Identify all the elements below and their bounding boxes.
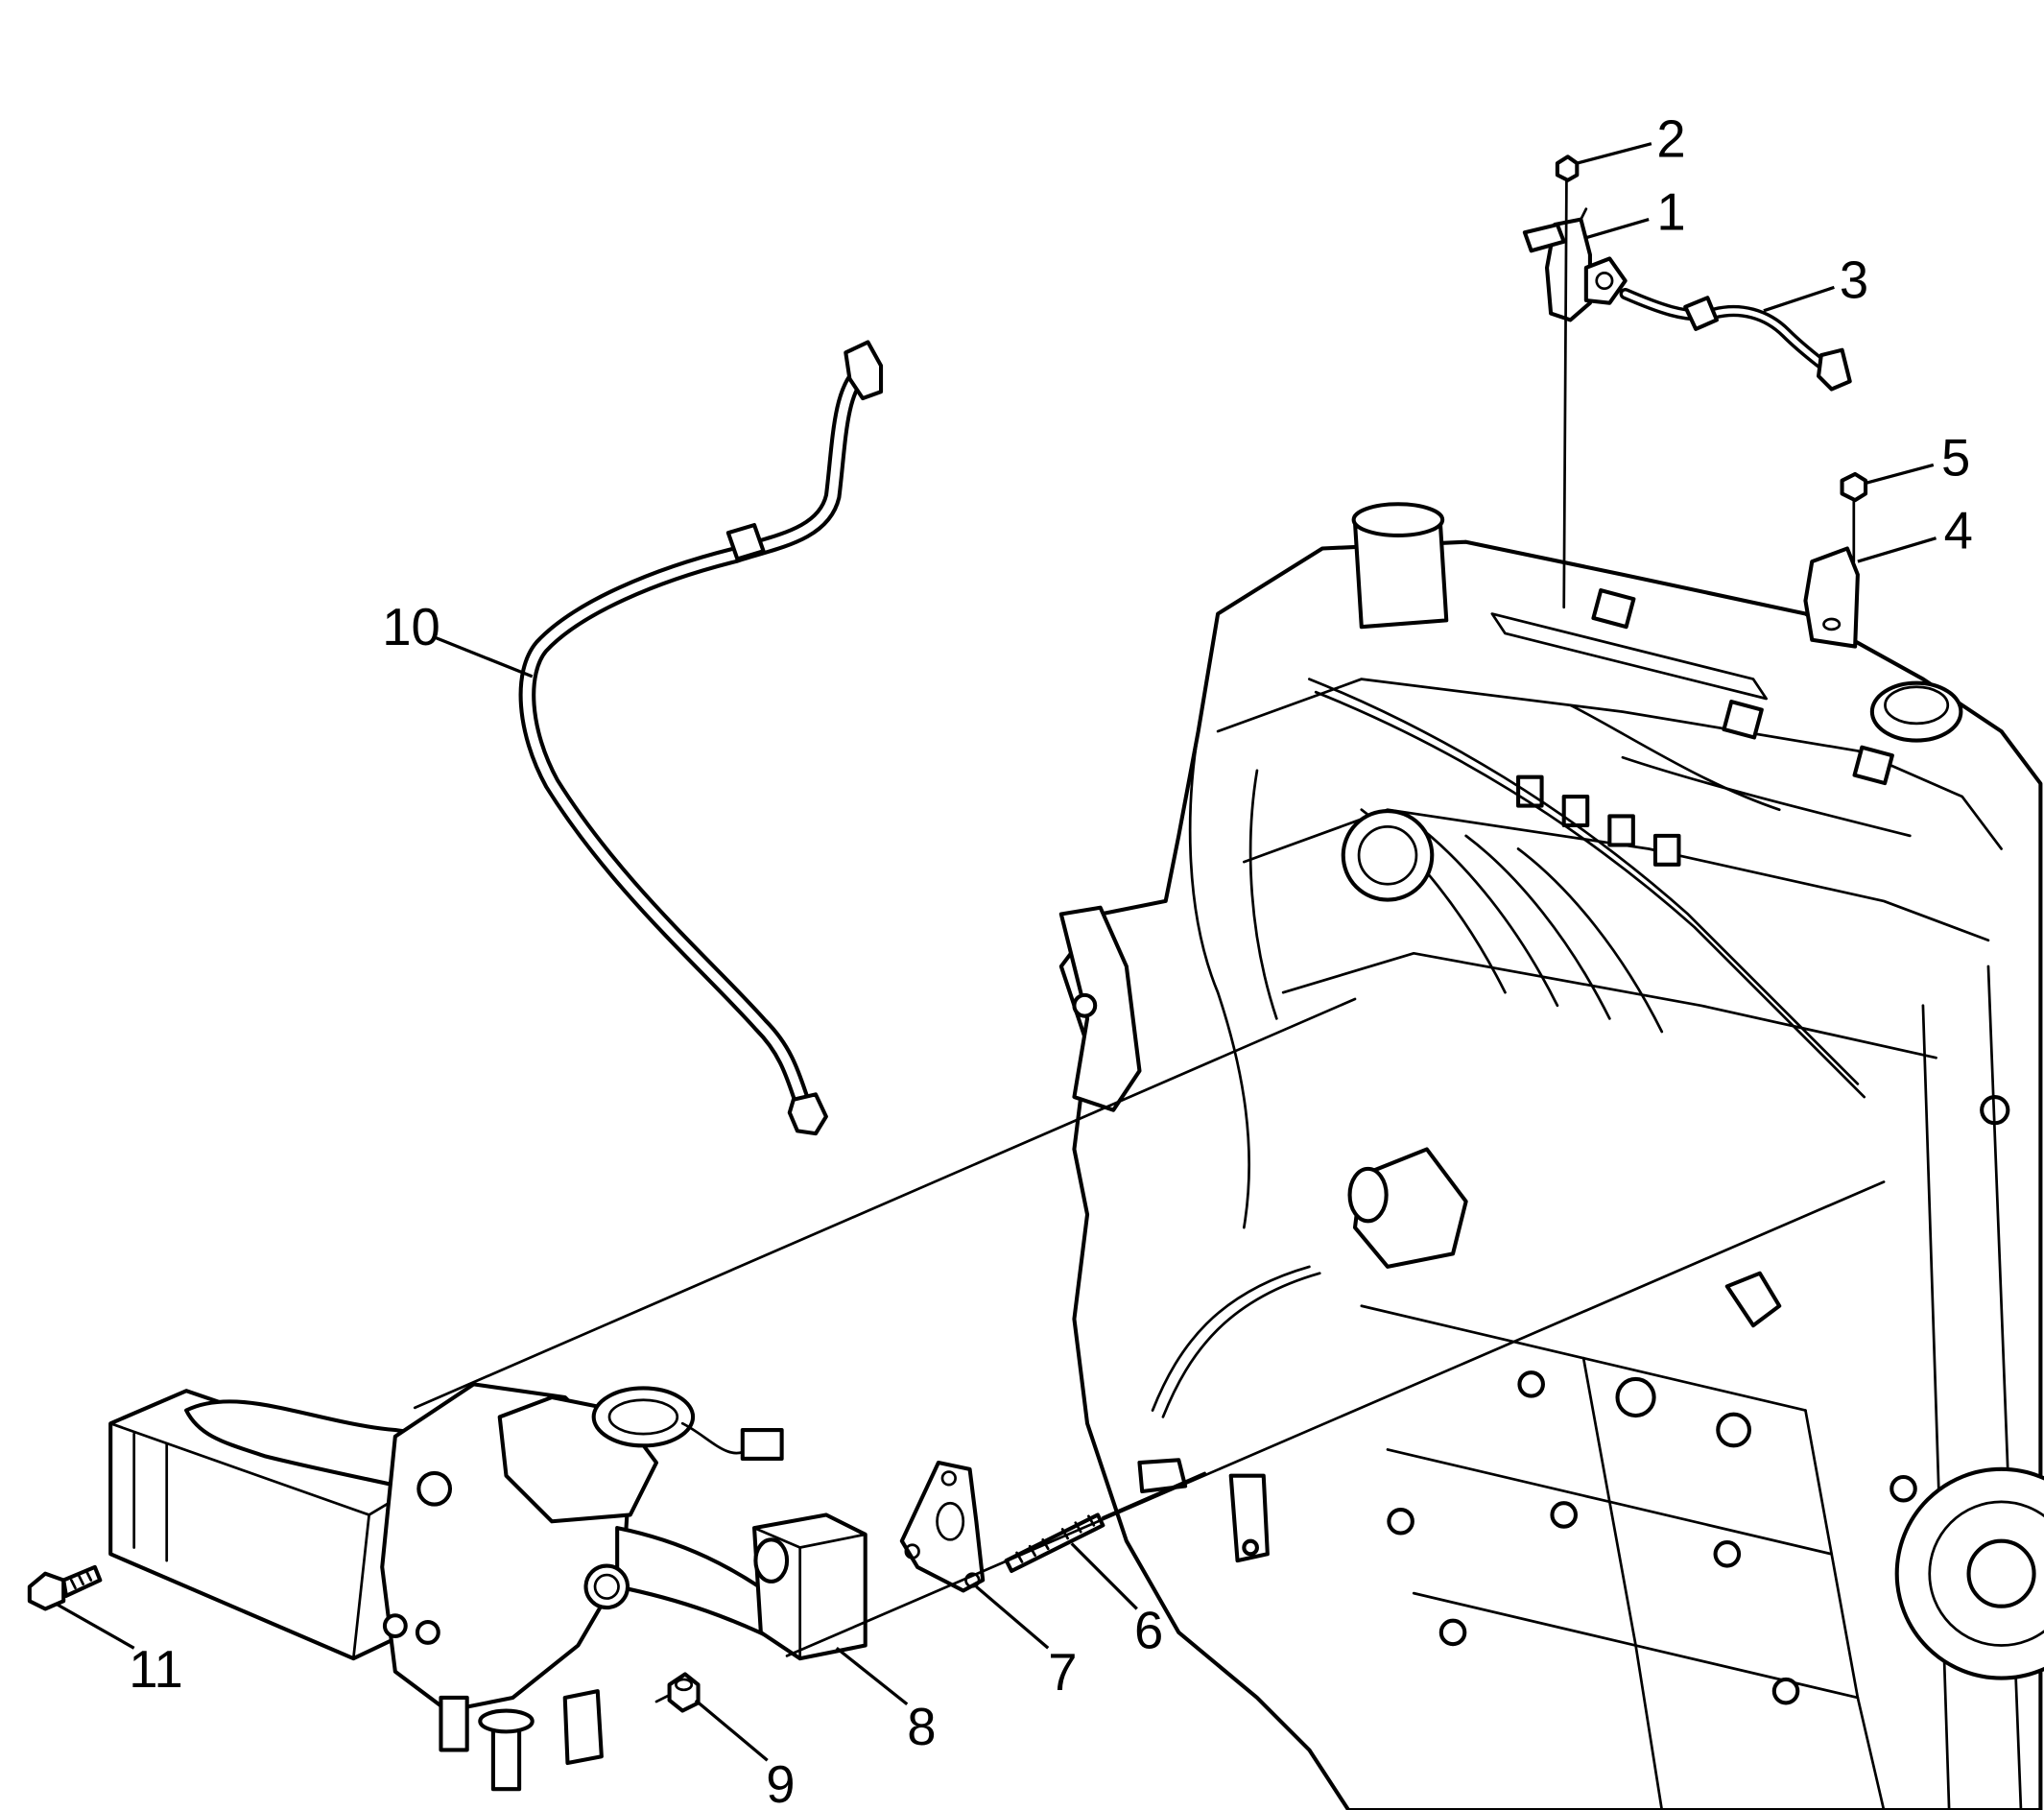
egr-pipe [518,340,884,1136]
bracket [1803,546,1860,649]
callout-8: 8 [907,1698,936,1756]
callout-2: 2 [1656,109,1685,168]
callout-labels: 1 2 3 4 5 6 7 8 9 10 11 [129,109,1973,1810]
callout-6: 6 [1134,1601,1163,1659]
leader-6 [1070,1542,1138,1610]
bolt [27,1564,103,1611]
leader-lines [55,142,1937,1762]
callout-5: 5 [1941,428,1970,487]
callout-10: 10 [382,598,440,656]
leader-5 [1865,463,1935,486]
leader-7 [975,1585,1050,1650]
callout-4: 4 [1944,502,1973,560]
callout-3: 3 [1840,250,1868,309]
leader-10 [434,635,534,679]
leader-3 [1763,285,1835,313]
sensor-lead [1619,288,1852,392]
egr-cooler-assembly [108,1382,868,1792]
callout-7: 7 [1048,1643,1077,1702]
callout-9: 9 [766,1755,795,1810]
sensor-bracket [1522,207,1628,322]
leader-8 [835,1646,909,1706]
leader-2 [1576,142,1652,165]
alignment-lines [413,179,1886,1703]
callout-1: 1 [1656,182,1685,241]
nut [1555,155,1580,182]
nut [667,1672,701,1713]
leader-4 [1857,536,1937,563]
engine-block [1058,502,2044,1810]
callout-11: 11 [129,1640,183,1699]
leader-9 [694,1699,769,1762]
nut [1840,471,1868,503]
leader-1 [1585,218,1650,240]
leader-11 [55,1602,135,1650]
gasket [899,1460,986,1593]
